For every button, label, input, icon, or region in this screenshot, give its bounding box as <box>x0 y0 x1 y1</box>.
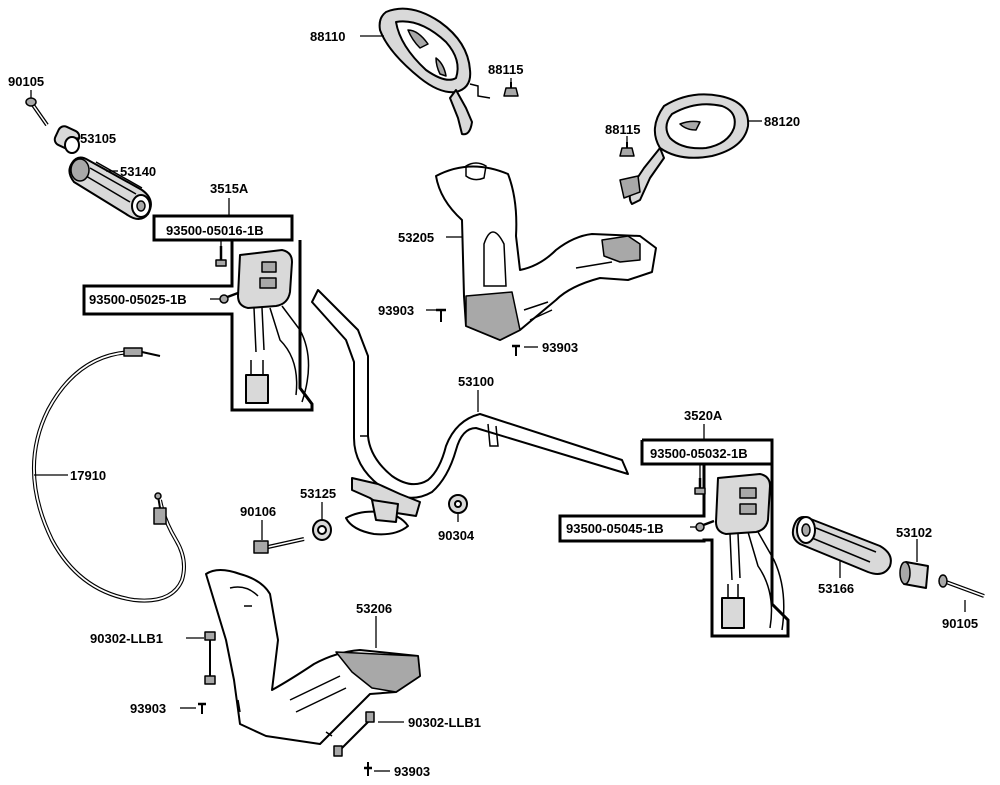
switch-box-3520A <box>558 438 790 638</box>
nut-88115-right <box>619 142 635 157</box>
label-53206: 53206 <box>356 601 392 616</box>
label-93500-05045-1B: 93500-05045-1B <box>566 521 664 536</box>
label-53205: 53205 <box>398 230 434 245</box>
screw-93903-d <box>364 762 372 776</box>
rear-cover-53206 <box>205 569 421 745</box>
leader-lines <box>30 35 966 772</box>
label-93500-05016-1B: 93500-05016-1B <box>166 223 264 238</box>
front-cover-53205 <box>435 162 657 341</box>
mirror-right-88120 <box>619 93 750 205</box>
label-53102: 53102 <box>896 525 932 540</box>
label-90304: 90304 <box>438 528 475 543</box>
label-93903-c: 93903 <box>130 701 166 716</box>
nut-90304 <box>448 494 468 514</box>
screw-90302-right <box>333 711 375 757</box>
label-53140: 53140 <box>120 164 156 179</box>
screw-93500-05045 <box>695 519 715 532</box>
bolt-90106 <box>253 537 305 554</box>
label-53105: 53105 <box>80 131 116 146</box>
screw-93500-05032 <box>694 478 706 495</box>
spacer-53125 <box>312 519 332 541</box>
label-3520A: 3520A <box>684 408 723 423</box>
throttle-collar-53105 <box>53 125 81 154</box>
left-switch-housing <box>237 249 310 404</box>
switch-box-3515A <box>82 214 314 412</box>
label-88115-top: 88115 <box>488 62 523 77</box>
right-grip-53166 <box>791 516 892 575</box>
label-93903-a: 93903 <box>378 303 414 318</box>
throttle-cable-17910 <box>32 347 186 603</box>
screw-93903-c <box>198 702 206 714</box>
label-90106: 90106 <box>240 504 276 519</box>
nut-88115-top <box>503 82 519 97</box>
left-grip-53140 <box>68 156 152 220</box>
label-88110: 88110 <box>310 29 345 44</box>
bar-end-53102 <box>899 561 929 589</box>
label-90105-right: 90105 <box>942 616 978 631</box>
bolt-90105-right <box>938 574 985 598</box>
label-93903-b: 93903 <box>542 340 578 355</box>
label-53100: 53100 <box>458 374 494 389</box>
label-93903-d: 93903 <box>394 764 430 779</box>
label-90302-LLB1-right: 90302-LLB1 <box>408 715 481 730</box>
label-17910: 17910 <box>70 468 106 483</box>
label-90302-LLB1-left: 90302-LLB1 <box>90 631 163 646</box>
label-93500-05032-1B: 93500-05032-1B <box>650 446 748 461</box>
label-93500-05025-1B: 93500-05025-1B <box>89 292 187 307</box>
right-switch-housing <box>715 473 785 631</box>
screw-93903-b <box>512 344 520 356</box>
label-88120: 88120 <box>764 114 800 129</box>
label-53125: 53125 <box>300 486 336 501</box>
screw-93903-a <box>436 308 446 322</box>
screw-93500-05025 <box>219 291 239 304</box>
label-53166: 53166 <box>818 581 854 596</box>
bolt-90105-left <box>25 97 49 127</box>
handlebar-clamp <box>345 477 421 536</box>
label-3515A: 3515A <box>210 181 249 196</box>
screw-90302-left <box>204 631 216 685</box>
screw-93500-05016 <box>215 246 227 267</box>
label-88115-right: 88115 <box>605 122 640 137</box>
label-90105-left: 90105 <box>8 74 44 89</box>
mirror-left-88110 <box>378 7 491 136</box>
